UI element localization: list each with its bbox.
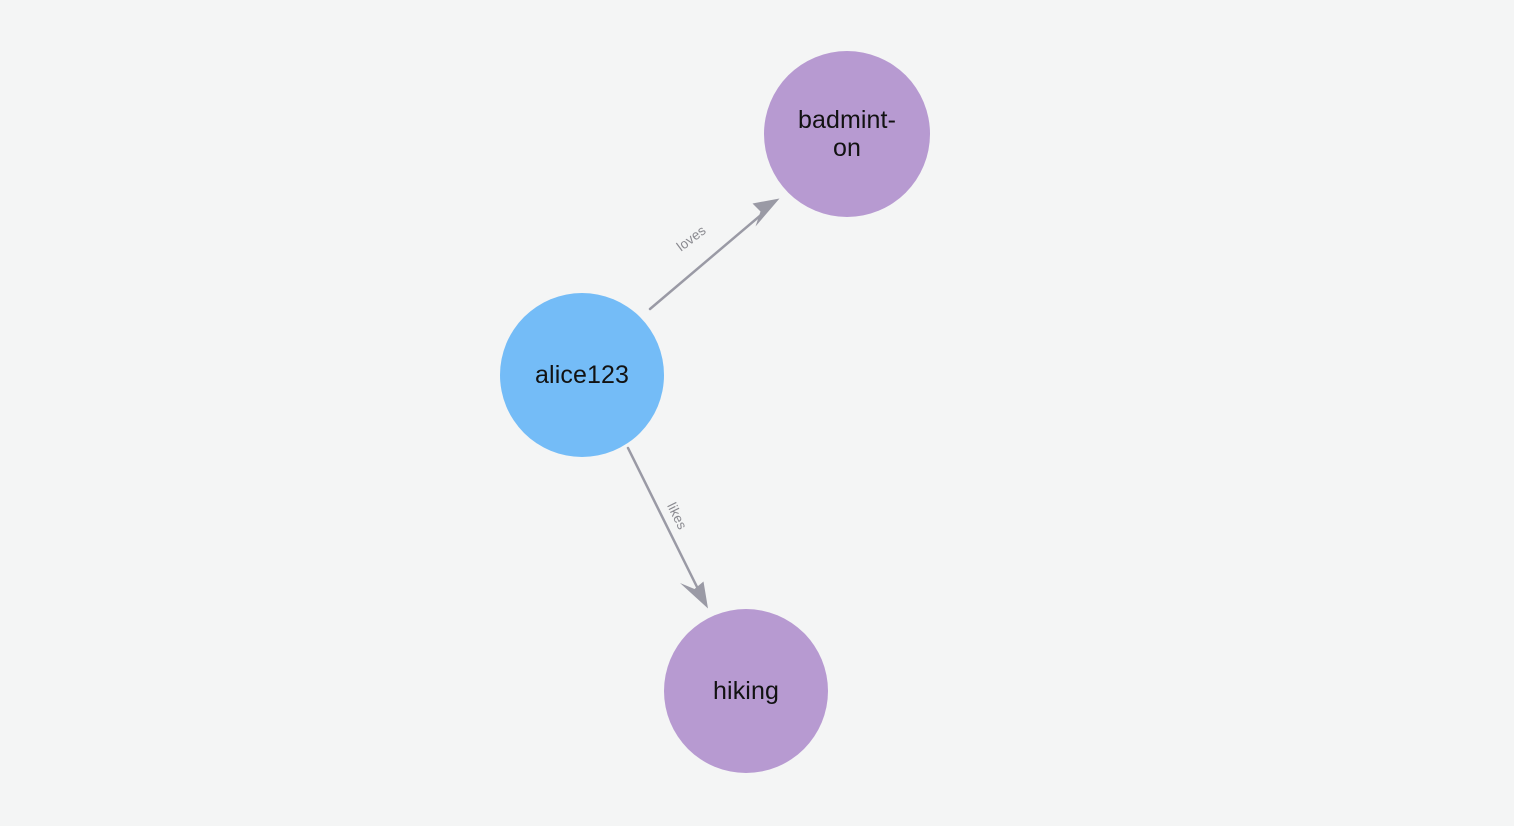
node-label-hiking: hiking [713, 677, 779, 705]
graph-edge-loves[interactable]: loves [648, 198, 780, 311]
edge-line-loves [648, 207, 770, 311]
edge-label-loves: loves [674, 223, 709, 255]
arrowhead-icon-loves [752, 198, 780, 227]
node-label-alice123: alice123 [535, 361, 629, 389]
edge-line-likes [626, 446, 701, 593]
arrowhead-icon-likes [680, 581, 708, 609]
graph-node-badminton[interactable]: badmint- on [764, 51, 930, 217]
graph-node-alice123[interactable]: alice123 [500, 293, 664, 457]
node-label-badminton: badmint- on [797, 106, 897, 162]
graph-node-hiking[interactable]: hiking [664, 609, 828, 773]
graph-edge-likes[interactable]: likes [626, 446, 708, 609]
